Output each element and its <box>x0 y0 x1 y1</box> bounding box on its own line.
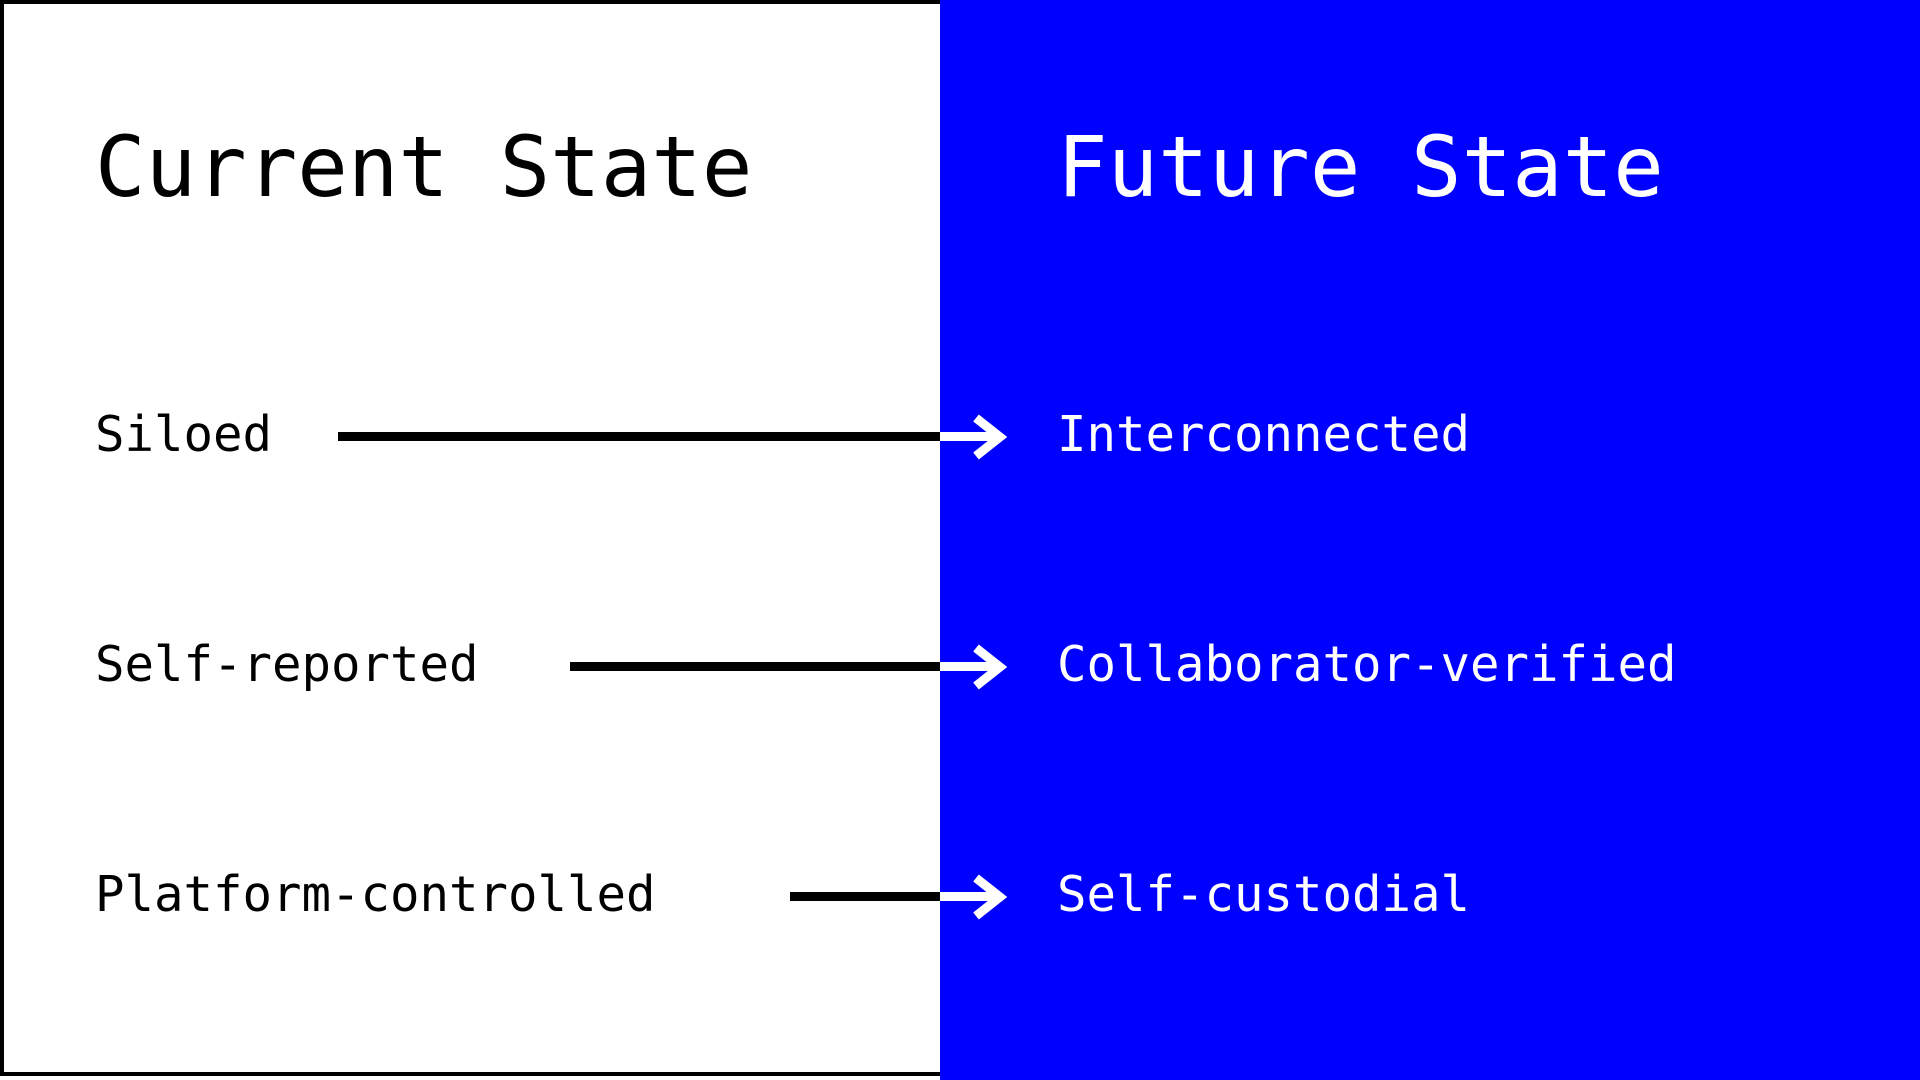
current-state-item-label: Self-reported <box>95 636 479 693</box>
future-state-item-label: Self-custodial <box>1057 866 1471 923</box>
frame-top-border <box>0 0 940 4</box>
transition-row: Self-reported Collaborator-verified <box>0 635 1920 695</box>
transition-row: Platform-controlled Self-custodial <box>0 865 1920 925</box>
transition-row: Siloed Interconnected <box>0 405 1920 465</box>
connector-line-dark <box>790 892 940 901</box>
future-state-panel <box>940 0 1920 1080</box>
future-state-item-label: Collaborator-verified <box>1057 636 1677 693</box>
connector-line-light <box>940 662 996 671</box>
connector-line-dark <box>570 662 940 671</box>
connector-line-light <box>940 892 996 901</box>
arrow-right-icon <box>962 642 1012 692</box>
current-state-panel <box>0 0 940 1080</box>
future-state-heading: Future State <box>1057 118 1664 216</box>
current-state-item-label: Platform-controlled <box>95 866 656 923</box>
current-state-heading: Current State <box>95 118 753 216</box>
arrow-right-icon <box>962 412 1012 462</box>
arrow-right-icon <box>962 872 1012 922</box>
frame-left-border <box>0 0 4 1076</box>
connector-line-dark <box>338 432 940 441</box>
current-state-item-label: Siloed <box>95 406 273 463</box>
future-state-item-label: Interconnected <box>1057 406 1471 463</box>
connector-line-light <box>940 432 996 441</box>
frame-bottom-border <box>0 1072 940 1076</box>
